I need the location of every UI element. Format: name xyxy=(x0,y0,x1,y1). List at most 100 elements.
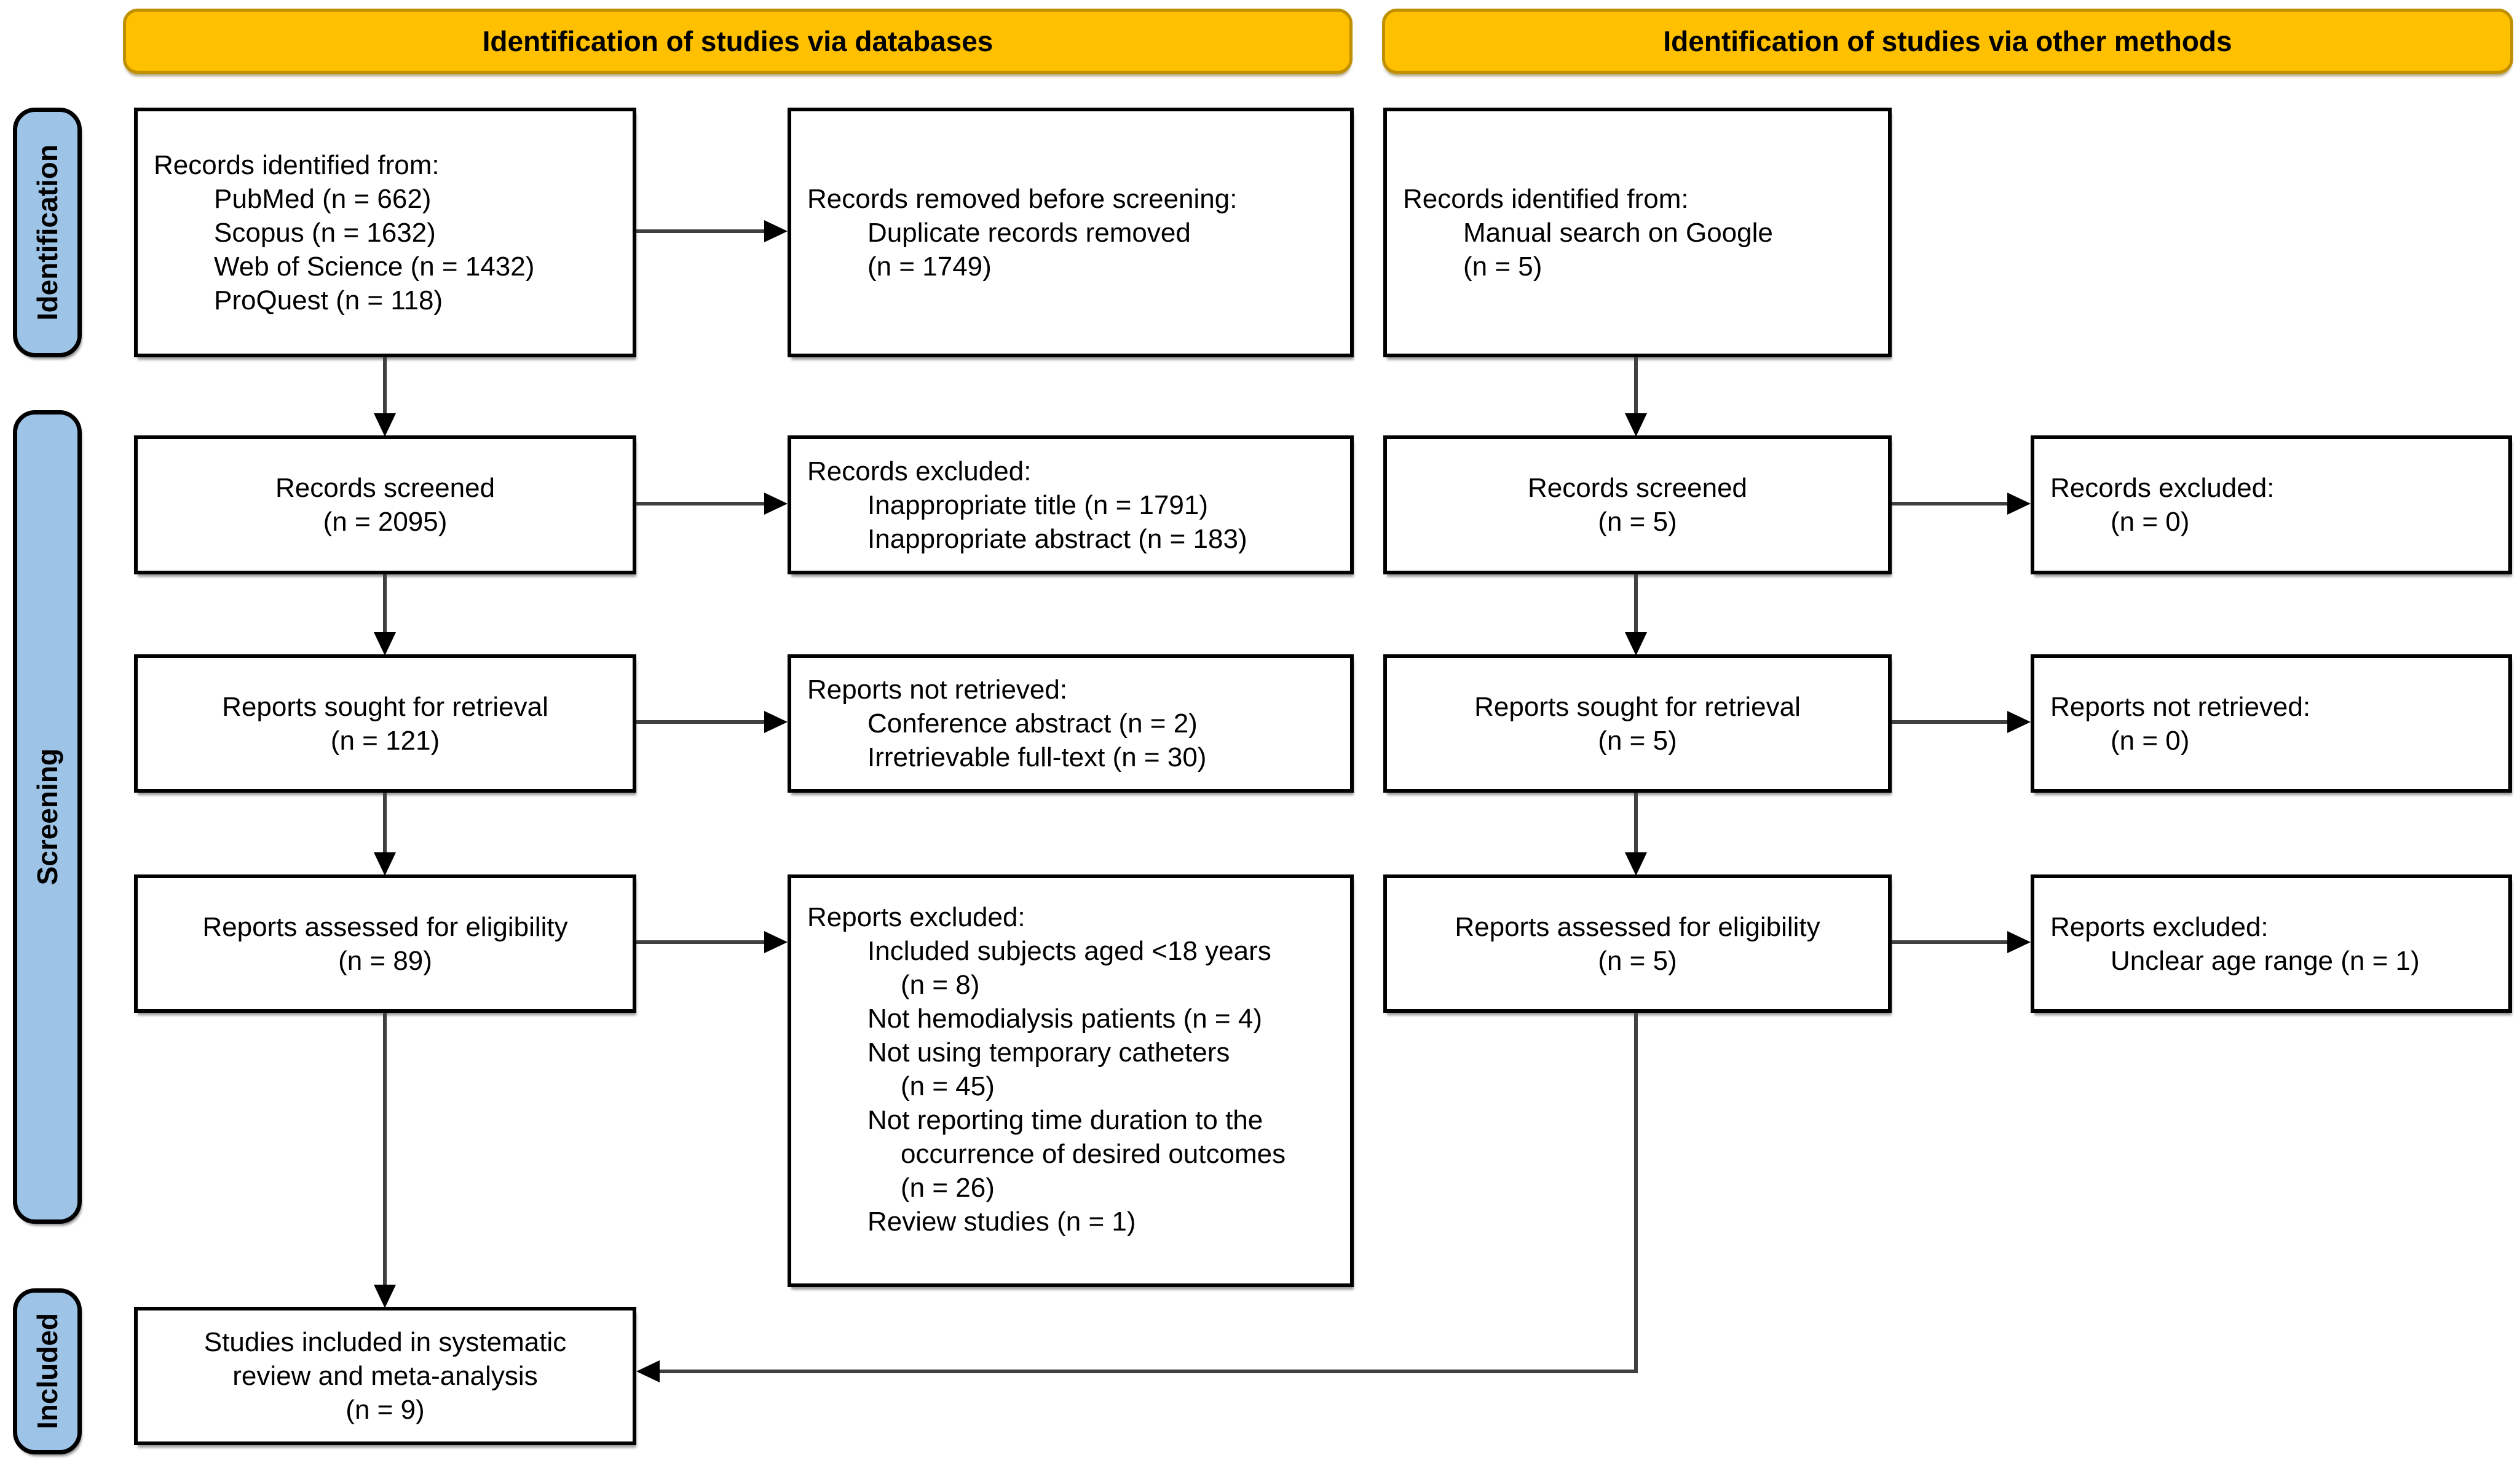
box-line: (n = 2095) xyxy=(323,507,448,537)
box-line: Reports not retrieved: xyxy=(2050,691,2311,722)
arrow-db-sought-to-not-retrieved xyxy=(636,720,765,724)
box-line: Records excluded: xyxy=(807,456,1032,486)
box-records-excluded-other: Records excluded: (n = 0) xyxy=(2031,435,2512,574)
arrowhead-right-icon xyxy=(764,931,788,953)
arrowhead-down-icon xyxy=(374,852,396,876)
box-line: Manual search on Google xyxy=(1463,217,1773,248)
arrowhead-down-icon xyxy=(374,632,396,656)
header-databases-label: Identification of studies via databases xyxy=(482,25,993,57)
box-reports-sought-db: Reports sought for retrieval (n = 121) xyxy=(134,654,636,793)
box-line: Reports assessed for eligibility xyxy=(202,911,568,942)
arrow-other-sought-to-not-retrieved xyxy=(1892,720,2008,724)
box-line: (n = 9) xyxy=(346,1395,425,1425)
box-line: Not using temporary catheters xyxy=(867,1037,1230,1068)
arrow-other-identified-to-screened xyxy=(1634,357,1638,413)
arrow-db-identified-to-removed xyxy=(636,229,765,233)
box-line: (n = 26) xyxy=(901,1173,995,1203)
box-records-excluded-db: Records excluded: Inappropriate title (n… xyxy=(788,435,1354,574)
header-other-methods-label: Identification of studies via other meth… xyxy=(1663,25,2232,57)
arrowhead-right-icon xyxy=(2007,493,2031,515)
header-databases: Identification of studies via databases xyxy=(123,9,1353,74)
box-reports-excluded-db: Reports excluded: Included subjects aged… xyxy=(788,874,1354,1287)
box-line: Records excluded: xyxy=(2050,473,2275,503)
header-other-methods: Identification of studies via other meth… xyxy=(1382,9,2513,74)
arrowhead-left-icon xyxy=(636,1360,660,1382)
box-records-removed: Records removed before screening: Duplic… xyxy=(788,108,1354,357)
arrowhead-down-icon xyxy=(374,413,396,437)
arrow-db-screened-to-excluded xyxy=(636,502,765,506)
box-line: (n = 5) xyxy=(1598,507,1677,537)
box-line: Inappropriate abstract (n = 183) xyxy=(867,523,1247,554)
box-line: Conference abstract (n = 2) xyxy=(867,708,1198,739)
arrow-other-sought-to-assessed xyxy=(1634,793,1638,852)
arrowhead-right-icon xyxy=(764,711,788,733)
arrow-db-screened-to-sought xyxy=(383,574,387,632)
box-line: Records removed before screening: xyxy=(807,183,1238,214)
box-line: Not hemodialysis patients (n = 4) xyxy=(867,1004,1262,1034)
box-line: Reports not retrieved: xyxy=(807,675,1068,705)
arrow-db-sought-to-assessed xyxy=(383,793,387,852)
box-line: Reports excluded: xyxy=(807,902,1025,932)
arrow-db-assessed-to-included xyxy=(383,1013,387,1285)
arrow-db-identified-to-screened xyxy=(383,357,387,413)
stage-identification: Identification xyxy=(13,108,82,357)
box-line: Review studies (n = 1) xyxy=(867,1207,1136,1237)
box-line: (n = 121) xyxy=(330,725,440,756)
box-studies-included: Studies included in systematic review an… xyxy=(134,1307,636,1445)
box-line: (n = 5) xyxy=(1598,725,1677,756)
connector-other-assessed-down xyxy=(1634,1013,1638,1373)
stage-screening: Screening xyxy=(13,410,82,1224)
box-line: Records identified from: xyxy=(1403,183,1689,214)
box-reports-not-retrieved-other: Reports not retrieved: (n = 0) xyxy=(2031,654,2512,793)
box-line: (n = 0) xyxy=(2111,725,2190,756)
box-line: Web of Science (n = 1432) xyxy=(214,251,535,282)
box-records-identified-other: Records identified from: Manual search o… xyxy=(1383,108,1892,357)
box-line: Reports sought for retrieval xyxy=(1474,691,1801,722)
box-line: (n = 45) xyxy=(901,1071,995,1101)
box-line: Studies included in systematic xyxy=(203,1327,567,1357)
box-reports-sought-other: Reports sought for retrieval (n = 5) xyxy=(1383,654,1892,793)
box-reports-excluded-other: Reports excluded: Unclear age range (n =… xyxy=(2031,874,2512,1013)
box-line: Inappropriate title (n = 1791) xyxy=(867,490,1209,520)
arrowhead-right-icon xyxy=(764,220,788,242)
stage-included-label: Included xyxy=(31,1313,63,1430)
arrowhead-down-icon xyxy=(1625,632,1647,656)
box-line: (n = 0) xyxy=(2111,507,2190,537)
box-line: Unclear age range (n = 1) xyxy=(2111,945,2420,976)
box-records-screened-db: Records screened (n = 2095) xyxy=(134,435,636,574)
box-line: Reports excluded: xyxy=(2050,911,2269,942)
arrowhead-down-icon xyxy=(1625,852,1647,876)
arrowhead-right-icon xyxy=(764,493,788,515)
box-line: Scopus (n = 1632) xyxy=(214,217,436,248)
box-line: (n = 1749) xyxy=(867,251,992,282)
box-line: PubMed (n = 662) xyxy=(214,183,432,214)
box-line: Reports assessed for eligibility xyxy=(1455,911,1820,942)
box-reports-not-retrieved-db: Reports not retrieved: Conference abstra… xyxy=(788,654,1354,793)
box-line: ProQuest (n = 118) xyxy=(214,285,443,315)
stage-included: Included xyxy=(13,1288,82,1454)
box-line: Records identified from: xyxy=(154,149,440,180)
box-line: (n = 89) xyxy=(338,945,432,976)
stage-identification-label: Identification xyxy=(31,144,63,321)
box-line: Records screened xyxy=(1527,473,1748,503)
box-reports-assessed-db: Reports assessed for eligibility (n = 89… xyxy=(134,874,636,1013)
box-line: review and meta-analysis xyxy=(232,1361,538,1391)
arrow-db-assessed-to-excluded xyxy=(636,940,765,944)
box-line: Records screened xyxy=(275,473,496,503)
arrow-other-screened-to-sought xyxy=(1634,574,1638,632)
box-line: Not reporting time duration to the xyxy=(867,1105,1263,1135)
arrowhead-down-icon xyxy=(1625,413,1647,437)
box-line: Irretrievable full-text (n = 30) xyxy=(867,742,1207,772)
box-line: (n = 5) xyxy=(1598,945,1677,976)
arrowhead-right-icon xyxy=(2007,931,2031,953)
box-line: Reports sought for retrieval xyxy=(222,691,548,722)
arrow-other-assessed-to-included xyxy=(660,1370,1638,1373)
box-line: Duplicate records removed xyxy=(867,217,1191,248)
box-line: occurrence of desired outcomes xyxy=(901,1139,1286,1169)
box-records-screened-other: Records screened (n = 5) xyxy=(1383,435,1892,574)
arrow-other-screened-to-excluded xyxy=(1892,502,2008,506)
box-reports-assessed-other: Reports assessed for eligibility (n = 5) xyxy=(1383,874,1892,1013)
arrow-other-assessed-to-excluded xyxy=(1892,940,2008,944)
arrowhead-right-icon xyxy=(2007,711,2031,733)
